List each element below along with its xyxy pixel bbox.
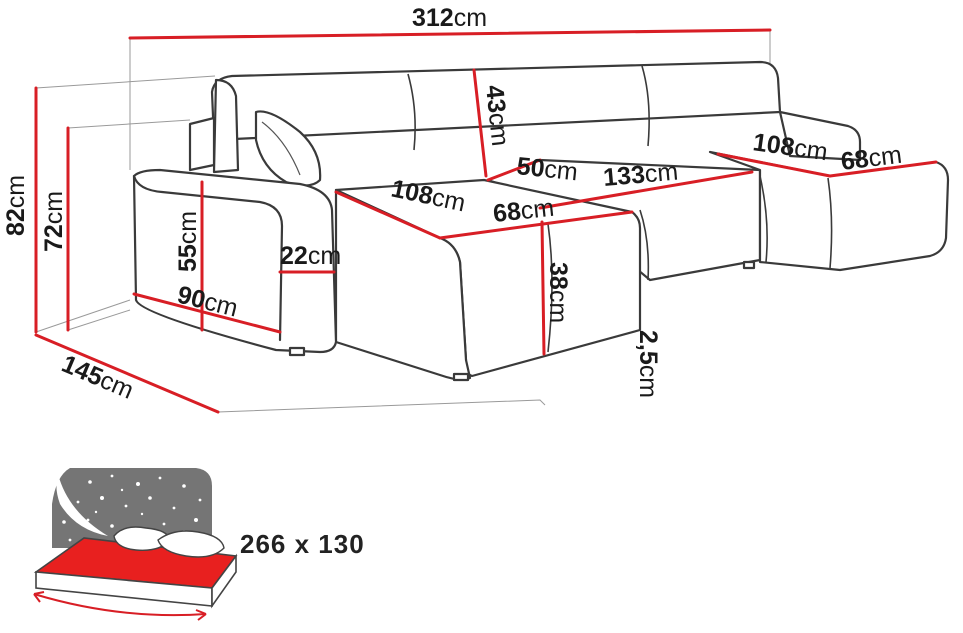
height-armrest-label: 72cm xyxy=(40,191,68,252)
bed-size-label: 266 x 130 xyxy=(240,529,365,559)
back-height-label: 43cm xyxy=(480,84,514,148)
dimension-labels: 312cm 82cm 72cm 145cm 43cm 55cm 22cm 90c… xyxy=(2,4,903,405)
dim-width-line xyxy=(128,28,772,40)
right-chaise-length-label: 108cm xyxy=(751,128,829,166)
dim-depth-line xyxy=(34,333,220,414)
right-chaise-width-label: 68cm xyxy=(839,141,903,176)
height-total-label: 82cm xyxy=(2,175,30,236)
bed-icon xyxy=(33,468,238,621)
arm-width-label: 22cm xyxy=(280,242,341,270)
depth-label: 145cm xyxy=(58,350,138,405)
seat-depth-label: 50cm xyxy=(515,152,579,186)
dim-right-chaise-width-line xyxy=(828,160,938,178)
dim-left-chaise-line xyxy=(334,190,442,240)
left-chaise-width-label: 68cm xyxy=(492,194,556,228)
dim-seat-depth-line xyxy=(486,158,542,182)
dim-right-chaise-line xyxy=(716,152,832,178)
seat-width-label: 133cm xyxy=(602,158,679,192)
dimension-lines xyxy=(34,28,938,414)
stars xyxy=(62,474,202,542)
guide-lines xyxy=(35,30,771,413)
dim-seat-height-line xyxy=(540,220,546,356)
sofa-outline xyxy=(132,60,950,382)
seat-height-label: 38cm xyxy=(544,262,572,323)
dim-seat-width-line xyxy=(538,170,754,210)
dim-arm-depth-line xyxy=(132,292,282,334)
arm-height-label: 55cm xyxy=(174,211,202,272)
leg-height-label: 2,5cm xyxy=(634,330,662,398)
dim-left-chaise-width-line xyxy=(438,210,634,240)
dim-back-height-line xyxy=(472,68,488,178)
width-label: 312cm xyxy=(412,4,487,32)
